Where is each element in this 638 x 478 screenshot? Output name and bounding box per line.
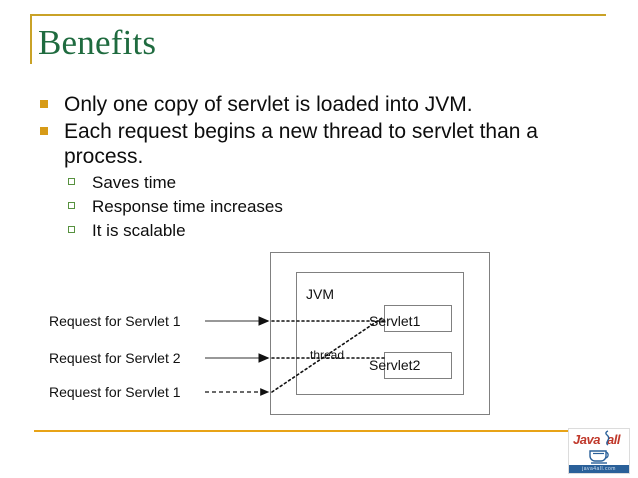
- bullet-item: Only one copy of servlet is loaded into …: [34, 92, 614, 117]
- container-box: [270, 252, 490, 415]
- logo-text-all: all: [607, 432, 620, 447]
- hollow-square-icon: [68, 178, 75, 185]
- servlet2-label: Servlet2: [369, 357, 421, 373]
- coffee-cup-icon: [589, 450, 609, 464]
- bullet-text: Each request begins a new thread to serv…: [64, 120, 538, 168]
- title-left-rule: [30, 14, 32, 64]
- hollow-square-icon: [68, 202, 75, 209]
- sub-bullet-item: Saves time: [34, 171, 614, 195]
- request-label: Request for Servlet 1: [49, 384, 181, 400]
- hollow-square-icon: [68, 226, 75, 233]
- bullet-square-icon: [40, 100, 48, 108]
- sub-bullet-text: It is scalable: [92, 221, 186, 240]
- bullet-item: Each request begins a new thread to serv…: [34, 119, 614, 169]
- sub-bullet-item: It is scalable: [34, 219, 614, 243]
- servlet1-label: Servlet1: [369, 313, 421, 329]
- footer-rule: [34, 430, 606, 432]
- request-label: Request for Servlet 2: [49, 350, 181, 366]
- title-top-rule: [30, 14, 606, 16]
- sub-bullet-text: Saves time: [92, 173, 177, 192]
- page-title: Benefits: [38, 23, 157, 62]
- thread-label: thread: [310, 348, 345, 362]
- bullet-text: Only one copy of servlet is loaded into …: [64, 93, 473, 116]
- sub-bullet-item: Response time increases: [34, 195, 614, 219]
- servlet1-box: [384, 305, 452, 332]
- logo-steam-icon: [605, 430, 610, 446]
- request-label: Request for Servlet 1: [49, 313, 181, 329]
- servlet2-box: [384, 352, 452, 379]
- logo-url-text: java4all.com: [582, 466, 616, 472]
- jvm-label: JVM: [306, 286, 334, 302]
- logo-url-bar: java4all.com: [569, 465, 629, 473]
- logo-text-java: Java: [573, 432, 600, 447]
- bullet-square-icon: [40, 127, 48, 135]
- java4all-logo: Java all java4all.com: [568, 428, 630, 474]
- sub-bullet-text: Response time increases: [92, 197, 283, 216]
- bullet-list: Only one copy of servlet is loaded into …: [34, 92, 614, 243]
